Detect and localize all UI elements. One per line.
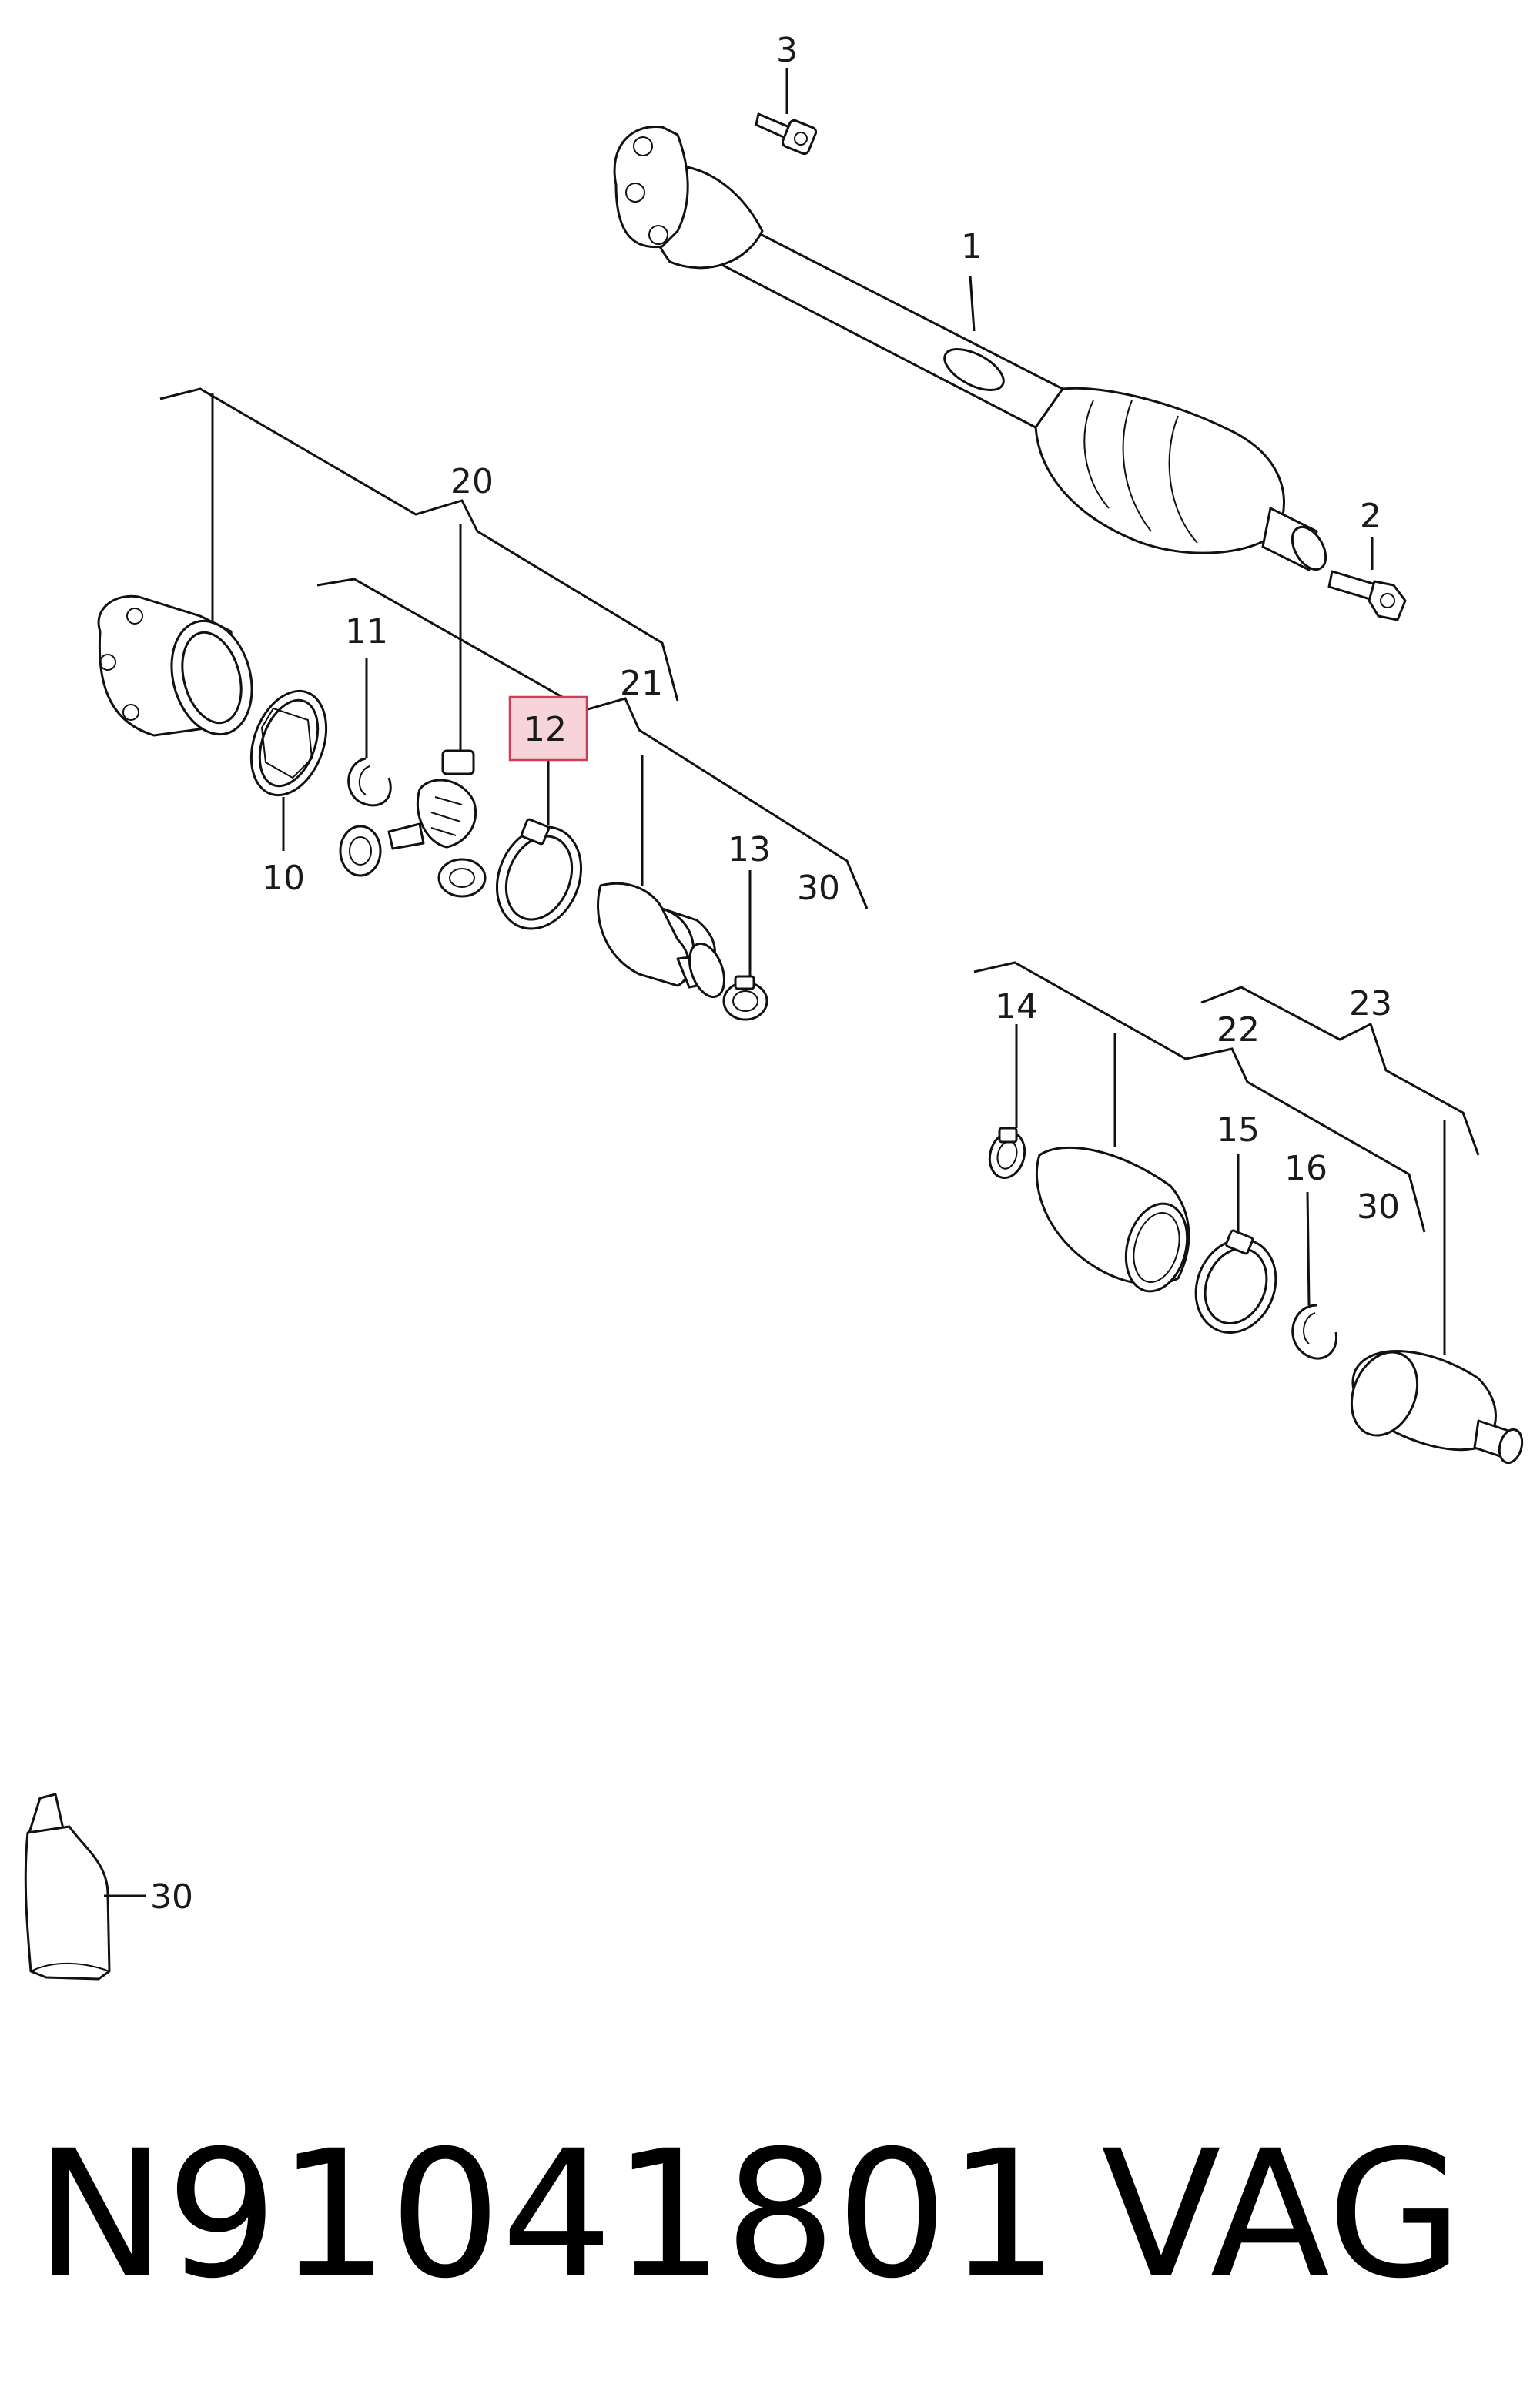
label-kit-21: 21 bbox=[620, 664, 663, 703]
highlight-box-part-12 bbox=[508, 695, 588, 762]
drive-shaft-part-1 bbox=[613, 125, 1327, 571]
joint-housing bbox=[97, 594, 253, 737]
label-grease-30-left: 30 bbox=[797, 869, 840, 908]
inner-boot bbox=[597, 882, 725, 999]
label-part-16: 16 bbox=[1284, 1149, 1327, 1188]
part-number: N91041801 bbox=[35, 2112, 1060, 2317]
bolt-part-2 bbox=[1327, 570, 1407, 621]
grease-tube-part-30 bbox=[24, 1793, 111, 1981]
label-part-1: 1 bbox=[961, 227, 983, 266]
label-grease-30-right: 30 bbox=[1357, 1187, 1400, 1227]
part-labels: 1 2 3 10 11 12 13 14 15 16 20 21 22 23 3… bbox=[150, 31, 1400, 1917]
label-kit-20: 20 bbox=[450, 462, 494, 501]
label-part-14: 14 bbox=[995, 987, 1038, 1026]
bolt-part-3 bbox=[755, 112, 818, 156]
label-part-12: 12 bbox=[524, 710, 567, 749]
leader-lines bbox=[104, 68, 1480, 1897]
tripod-cover-part-10 bbox=[249, 689, 328, 797]
hose-clamp-part-15 bbox=[1194, 1229, 1277, 1334]
label-part-13: 13 bbox=[728, 830, 771, 869]
small-clamp-part-14 bbox=[988, 1127, 1026, 1180]
circlip-part-11 bbox=[347, 757, 392, 807]
label-part-2: 2 bbox=[1360, 497, 1381, 536]
label-part-11: 11 bbox=[345, 612, 388, 651]
label-part-3: 3 bbox=[776, 31, 798, 70]
hose-clamp-part-12 bbox=[495, 818, 583, 930]
small-clamp-part-13 bbox=[722, 975, 768, 1021]
label-part-10: 10 bbox=[262, 859, 305, 898]
label-grease-30-tube: 30 bbox=[150, 1877, 193, 1917]
label-part-15: 15 bbox=[1217, 1110, 1260, 1150]
label-kit-23: 23 bbox=[1349, 984, 1392, 1023]
brand-name: VAG bbox=[1101, 2112, 1463, 2317]
outer-boot bbox=[1035, 1146, 1190, 1293]
label-kit-22: 22 bbox=[1217, 1010, 1260, 1050]
tripod-joint bbox=[339, 749, 487, 898]
circlip-part-16 bbox=[1291, 1304, 1338, 1360]
outer-joint bbox=[1350, 1350, 1524, 1465]
